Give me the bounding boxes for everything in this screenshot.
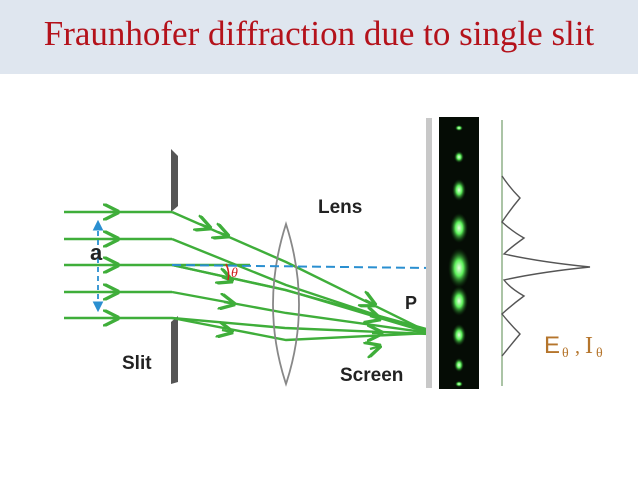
optic-axis <box>171 264 431 269</box>
fringe-spots <box>448 125 470 387</box>
comma: , <box>575 336 580 358</box>
slit-width-label: a <box>90 240 103 265</box>
field-E-sub: θ <box>562 346 569 361</box>
screen <box>426 118 432 388</box>
slit-upper-plate <box>171 149 178 212</box>
angle-label: θ <box>231 266 238 281</box>
slit-label: Slit <box>122 353 152 374</box>
field-I-sub: θ <box>596 346 603 361</box>
intensity-curve <box>501 175 591 357</box>
field-I-label: I <box>585 333 593 359</box>
point-label: P <box>405 293 417 313</box>
page-title: Fraunhofer diffraction due to single sli… <box>43 14 595 53</box>
incident-rays <box>64 212 172 318</box>
field-E-label: E <box>544 332 560 359</box>
diffracted-rays <box>171 210 431 349</box>
title-bar <box>0 0 638 74</box>
field-intensity-label: E θ , I θ <box>544 332 603 361</box>
lens-label: Lens <box>318 197 362 218</box>
angle-arc <box>225 263 230 281</box>
convex-lens <box>272 221 300 387</box>
screen-label: Screen <box>340 365 403 386</box>
slit-lower-plate <box>171 316 178 384</box>
